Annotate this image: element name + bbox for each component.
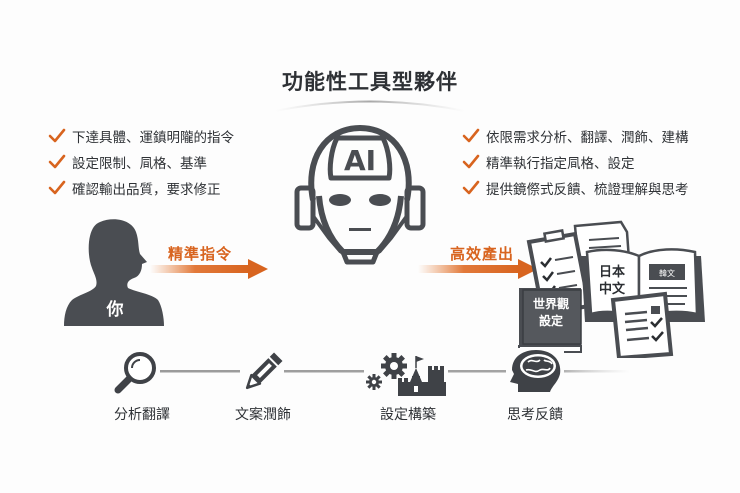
- timeline-step-1: [112, 350, 160, 396]
- output-documents-cluster: 韓文: [518, 220, 705, 358]
- translation-book-label: 日本 中文: [598, 265, 625, 297]
- checkmark-icon: [462, 154, 480, 169]
- checkmark-icon: [48, 180, 66, 195]
- list-item-text: 精準執行指定凬格、設定: [486, 156, 635, 172]
- user-label: 你: [106, 300, 124, 320]
- list-item: 下達具體、運鎮明隴的指令: [48, 123, 234, 149]
- list-item: 依限需求分析、翻譯、潤飾、建構: [462, 123, 689, 149]
- diagram-title: 功能性工具型夥伴: [282, 70, 458, 94]
- list-item: 確認輸出品質，要求修正: [48, 175, 234, 201]
- list-item-text: 依限需求分析、翻譯、潤飾、建構: [486, 130, 689, 146]
- output-arrow-label: 高效產出: [450, 245, 515, 263]
- step-label: 文案潤飾: [235, 407, 291, 423]
- step-label: 分析翻譯: [114, 407, 170, 423]
- checkmark-icon: [462, 128, 480, 143]
- step-label: 思考反饋: [507, 407, 563, 423]
- closed-book-icon: [518, 288, 582, 358]
- list-item-text: 確認輸出品質，要求修正: [72, 182, 221, 198]
- pencil-icon: [245, 352, 283, 390]
- svg-text:韓文: 韓文: [659, 268, 675, 278]
- brain-head-icon: [510, 350, 561, 392]
- arrow-right-icon: [150, 259, 268, 279]
- person-silhouette-icon: [64, 219, 164, 326]
- robot-head-icon: AI: [294, 125, 426, 265]
- worldbuilding-book-label: 世界觀 設定: [532, 297, 569, 328]
- user-responsibilities-list: 下達具體、運鎮明隴的指令 設定限制、凬格、基準 確認輸出品質，要求修正: [48, 123, 234, 201]
- list-item-text: 提供鏡傺式反饋、梳證理解與思考: [486, 182, 689, 198]
- list-item-text: 下達具體、運鎮明隴的指令: [72, 130, 234, 146]
- timeline-step-3: [364, 352, 448, 396]
- list-item-text: 設定限制、凬格、基準: [72, 156, 207, 172]
- step-label: 設定構築: [380, 407, 436, 423]
- title-underline-arc: [274, 100, 466, 112]
- list-item: 精準執行指定凬格、設定: [462, 149, 689, 175]
- timeline-step-4: [506, 348, 564, 396]
- checkmark-icon: [48, 154, 66, 169]
- checkmark-icon: [462, 180, 480, 195]
- magnifier-icon: [114, 352, 156, 394]
- gears-castle-icon: [366, 353, 446, 396]
- checkmark-icon: [48, 128, 66, 143]
- list-item: 提供鏡傺式反饋、梳證理解與思考: [462, 175, 689, 201]
- robot-ai-label: AI: [344, 144, 376, 177]
- arrow-right-icon: [418, 259, 538, 279]
- checklist-card-icon: [610, 291, 674, 358]
- timeline-step-2: [240, 350, 284, 396]
- ai-capabilities-list: 依限需求分析、翻譯、潤飾、建構 精準執行指定凬格、設定 提供鏡傺式反饋、梳證理解…: [462, 123, 689, 201]
- input-arrow-label: 精準指令: [168, 245, 233, 263]
- list-item: 設定限制、凬格、基準: [48, 149, 234, 175]
